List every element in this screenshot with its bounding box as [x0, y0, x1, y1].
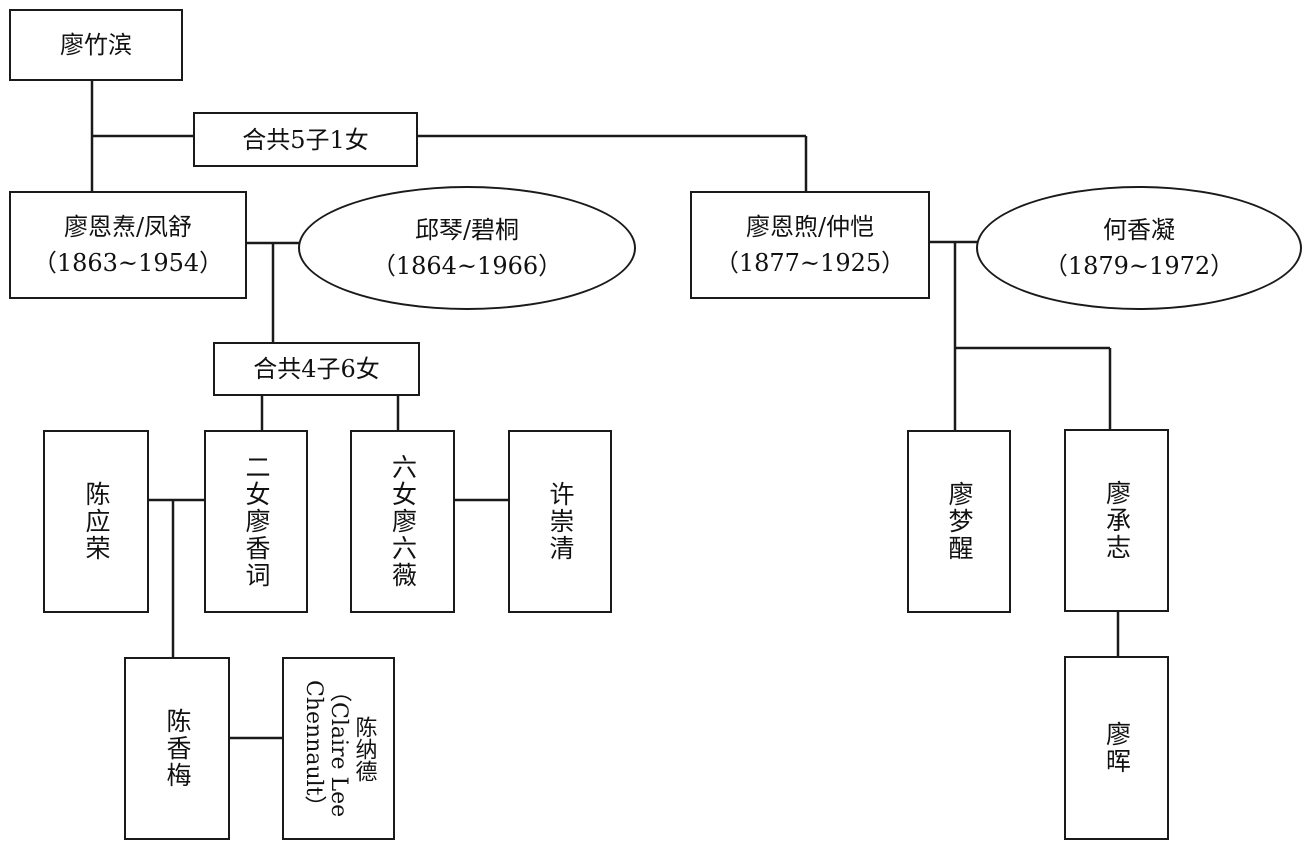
person-name: 廖恩煦/仲恺	[745, 213, 875, 241]
person-liao-hui: 廖晖	[1064, 656, 1169, 840]
person-xu-chongqing: 许崇清	[508, 430, 612, 613]
person-name: 六女廖六薇	[388, 454, 418, 589]
note-text: 合共5子1女	[242, 125, 369, 154]
person-liao-xiangci: 二女廖香词	[204, 430, 308, 613]
children-count-note: 合共5子1女	[193, 112, 418, 167]
spouse-qiu-qin: 邱琴/碧桐 （1864~1966）	[298, 186, 636, 310]
person-years: （1863~1954）	[32, 249, 224, 277]
person-years: （1877~1925）	[714, 249, 906, 277]
person-chen-yingrong: 陈应荣	[43, 430, 149, 613]
person-name: 何香凝	[1103, 216, 1175, 244]
person-name-cn: 陈纳德	[351, 715, 377, 782]
person-liao-liuwei: 六女廖六薇	[350, 430, 455, 613]
person-years: （1879~1972）	[1043, 252, 1235, 280]
enchun-children-note: 合共4子6女	[213, 342, 420, 396]
spouse-he-xiangning: 何香凝 （1879~1972）	[976, 186, 1302, 310]
person-name: 二女廖香词	[242, 454, 271, 589]
person-name: 廖晖	[1102, 721, 1132, 775]
person-liao-mengxing: 廖梦醒	[907, 430, 1011, 613]
person-liao-enchun: 廖恩焘/凤舒 （1863~1954）	[9, 191, 247, 299]
person-liao-zhongkai: 廖恩煦/仲恺 （1877~1925）	[690, 191, 930, 299]
person-name-en: （Claire Lee Chennault）	[300, 679, 352, 818]
person-name: 邱琴/碧桐	[414, 216, 520, 244]
person-years: （1864~1966）	[371, 252, 563, 280]
person-name: 廖梦醒	[945, 481, 974, 562]
person-name: 廖恩焘/凤舒	[63, 213, 193, 241]
person-name: 陈香梅	[163, 708, 192, 789]
person-liao-chengzhi: 廖承志	[1064, 429, 1169, 612]
person-name-block: 陈纳德 （Claire Lee Chennault）	[301, 659, 377, 838]
note-text: 合共4子6女	[253, 355, 380, 383]
person-name: 廖承志	[1102, 480, 1132, 561]
person-name: 陈应荣	[82, 481, 111, 562]
person-chennault: 陈纳德 （Claire Lee Chennault）	[282, 657, 395, 840]
person-chen-xiangmei: 陈香梅	[124, 657, 230, 840]
person-name: 许崇清	[546, 481, 575, 562]
person-liao-zhubin: 廖竹滨	[9, 9, 183, 81]
person-name: 廖竹滨	[60, 31, 132, 59]
